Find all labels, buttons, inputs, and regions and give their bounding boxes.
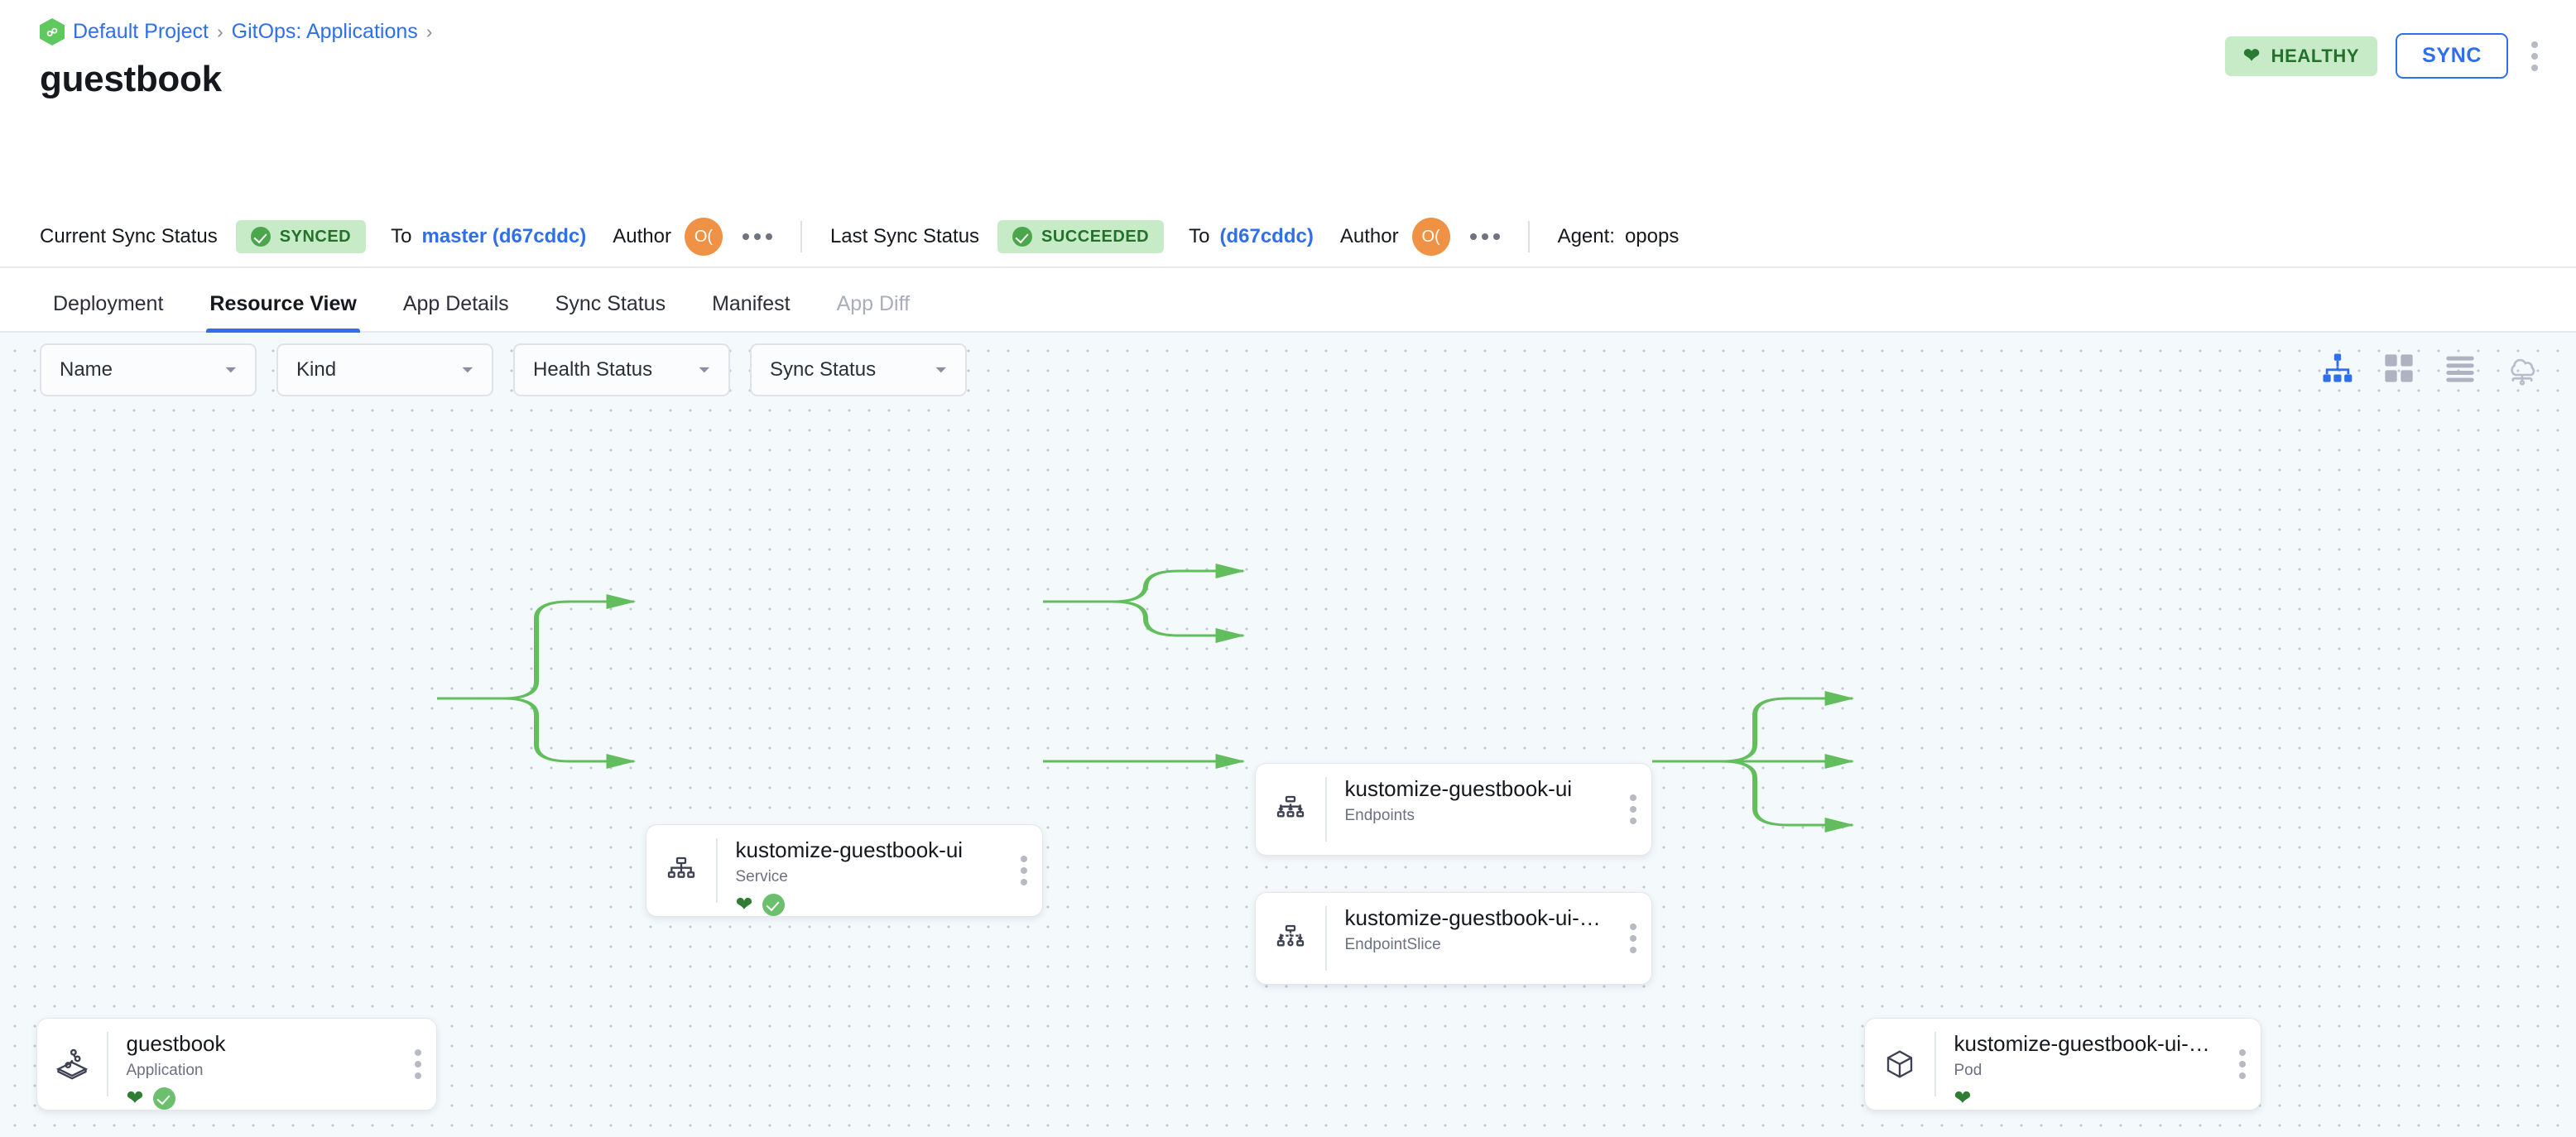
node-name: kustomize-guestbook-ui-… bbox=[1344, 906, 1601, 930]
current-sync-status-badge: SYNCED bbox=[235, 220, 367, 253]
graph-node-endpoints[interactable]: kustomize-guestbook-ui Endpoints bbox=[1255, 763, 1652, 856]
last-sync-status-badge: SUCCEEDED bbox=[997, 220, 1165, 253]
status-strip: Current Sync Status SYNCED To master (d6… bbox=[0, 207, 2576, 266]
check-circle-icon bbox=[250, 227, 271, 247]
service-icon bbox=[646, 825, 716, 916]
resource-graph-canvas[interactable]: Name ⏷ Kind ⏷ Health Status ⏷ Sync Statu… bbox=[0, 333, 2576, 1137]
sync-check-icon bbox=[153, 1087, 176, 1111]
tab-resource-view[interactable]: Resource View bbox=[186, 294, 379, 333]
last-to-label: To bbox=[1189, 225, 1210, 247]
view-mode-switcher bbox=[2321, 351, 2540, 386]
pod-icon bbox=[1865, 1019, 1934, 1110]
node-kebab-menu-icon[interactable] bbox=[1630, 794, 1636, 824]
breadcrumb-item-gitops-applications[interactable]: GitOps: Applications bbox=[231, 20, 418, 43]
node-divider bbox=[107, 1032, 108, 1096]
node-kind: EndpointSlice bbox=[1344, 935, 1441, 953]
node-divider bbox=[716, 838, 718, 903]
node-kind: Application bbox=[126, 1061, 204, 1079]
health-heart-icon: ❤ bbox=[1954, 1087, 1972, 1111]
filter-sync-status-label: Sync Status bbox=[770, 358, 877, 381]
filter-name-select[interactable]: Name ⏷ bbox=[40, 343, 257, 396]
filter-bar: Name ⏷ Kind ⏷ Health Status ⏷ Sync Statu… bbox=[0, 333, 2576, 407]
filter-kind-select[interactable]: Kind ⏷ bbox=[276, 343, 493, 396]
breadcrumb-item-default-project[interactable]: Default Project bbox=[73, 20, 209, 43]
current-to-label: To bbox=[391, 225, 412, 247]
page-header: Default Project › GitOps: Applications ›… bbox=[0, 0, 2576, 207]
current-revision-link[interactable]: master (d67cddc) bbox=[421, 225, 587, 247]
filter-kind-label: Kind bbox=[296, 358, 337, 381]
check-circle-icon bbox=[1012, 227, 1033, 247]
node-divider bbox=[1934, 1032, 1936, 1096]
sync-button[interactable]: SYNC bbox=[2396, 33, 2508, 79]
last-author-overflow-icon[interactable] bbox=[1469, 233, 1500, 240]
tab-app-details[interactable]: App Details bbox=[402, 292, 509, 315]
chevron-down-icon: ⏷ bbox=[461, 362, 473, 378]
heart-icon: ❤ bbox=[2242, 44, 2261, 67]
node-kebab-menu-icon[interactable] bbox=[1630, 924, 1636, 953]
tab-deployment[interactable]: Deployment bbox=[53, 292, 164, 315]
tab-bar: Deployment Resource View App Details Syn… bbox=[0, 266, 2576, 333]
avatar[interactable]: O( bbox=[1411, 218, 1450, 256]
node-kind: Service bbox=[735, 867, 788, 885]
health-status-badge: ❤ HEALTHY bbox=[2224, 36, 2378, 76]
argo-project-icon bbox=[40, 18, 65, 46]
filter-name-label: Name bbox=[60, 358, 113, 381]
breadcrumb-separator: › bbox=[216, 21, 223, 42]
current-author-overflow-icon[interactable] bbox=[742, 233, 772, 240]
divider bbox=[1527, 221, 1530, 252]
list-view-icon[interactable] bbox=[2444, 352, 2477, 385]
node-kebab-menu-icon[interactable] bbox=[415, 1049, 421, 1079]
header-actions: ❤ HEALTHY SYNC bbox=[2224, 33, 2543, 79]
last-sync-status-value: SUCCEEDED bbox=[1041, 227, 1150, 246]
chevron-down-icon: ⏷ bbox=[698, 362, 710, 378]
graph-edges bbox=[437, 564, 1855, 832]
node-kebab-menu-icon[interactable] bbox=[2239, 1049, 2246, 1079]
graph-node-service[interactable]: kustomize-guestbook-ui Service ❤ bbox=[646, 824, 1043, 917]
page-title: guestbook bbox=[40, 59, 222, 99]
tab-manifest[interactable]: Manifest bbox=[712, 292, 791, 315]
health-status-label: HEALTHY bbox=[2271, 45, 2360, 66]
endpointslice-icon bbox=[1256, 893, 1325, 984]
chevron-down-icon: ⏷ bbox=[224, 362, 237, 378]
current-sync-status-label: Current Sync Status bbox=[40, 225, 218, 247]
current-sync-status-value: SYNCED bbox=[279, 227, 352, 246]
avatar[interactable]: O( bbox=[684, 218, 723, 256]
chevron-down-icon: ⏷ bbox=[935, 362, 947, 378]
breadcrumb: Default Project › GitOps: Applications › bbox=[40, 0, 2536, 46]
kebab-menu-icon[interactable] bbox=[2526, 36, 2543, 76]
sync-check-icon bbox=[762, 894, 786, 917]
filter-health-status-label: Health Status bbox=[533, 358, 653, 381]
node-name: kustomize-guestbook-ui bbox=[735, 838, 964, 862]
filter-sync-status-select[interactable]: Sync Status ⏷ bbox=[750, 343, 967, 396]
agent-value: opops bbox=[1624, 225, 1680, 247]
tab-sync-status[interactable]: Sync Status bbox=[555, 292, 666, 315]
filter-health-status-select[interactable]: Health Status ⏷ bbox=[513, 343, 730, 396]
grid-view-icon[interactable] bbox=[2382, 352, 2415, 385]
application-icon bbox=[37, 1019, 107, 1110]
health-heart-icon: ❤ bbox=[735, 893, 753, 917]
endpoints-icon bbox=[1256, 764, 1325, 855]
node-name: guestbook bbox=[126, 1032, 226, 1056]
breadcrumb-separator: › bbox=[425, 21, 433, 42]
node-divider bbox=[1325, 906, 1327, 971]
last-sync-status-label: Last Sync Status bbox=[829, 225, 980, 247]
node-divider bbox=[1325, 777, 1327, 842]
node-kind: Pod bbox=[1954, 1061, 1982, 1079]
graph-node-endpointslice[interactable]: kustomize-guestbook-ui-… EndpointSlice bbox=[1255, 892, 1652, 985]
divider bbox=[800, 221, 802, 252]
last-author-label: Author bbox=[1339, 225, 1399, 247]
agent-label: Agent: bbox=[1557, 225, 1615, 247]
node-name: kustomize-guestbook-ui-… bbox=[1954, 1032, 2210, 1056]
last-revision-link[interactable]: (d67cddc) bbox=[1219, 225, 1314, 247]
node-kebab-menu-icon[interactable] bbox=[1021, 856, 1027, 885]
health-heart-icon: ❤ bbox=[126, 1087, 144, 1111]
network-view-icon[interactable] bbox=[2505, 351, 2540, 386]
node-kind: Endpoints bbox=[1344, 806, 1415, 824]
graph-node-pod[interactable]: kustomize-guestbook-ui-… Pod ❤ bbox=[1864, 1018, 2261, 1111]
tree-view-icon[interactable] bbox=[2321, 352, 2354, 385]
graph-node-application[interactable]: guestbook Application ❤ bbox=[36, 1018, 437, 1111]
tab-app-diff: App Diff bbox=[836, 292, 911, 315]
node-name: kustomize-guestbook-ui bbox=[1344, 777, 1573, 801]
current-author-label: Author bbox=[613, 225, 671, 247]
